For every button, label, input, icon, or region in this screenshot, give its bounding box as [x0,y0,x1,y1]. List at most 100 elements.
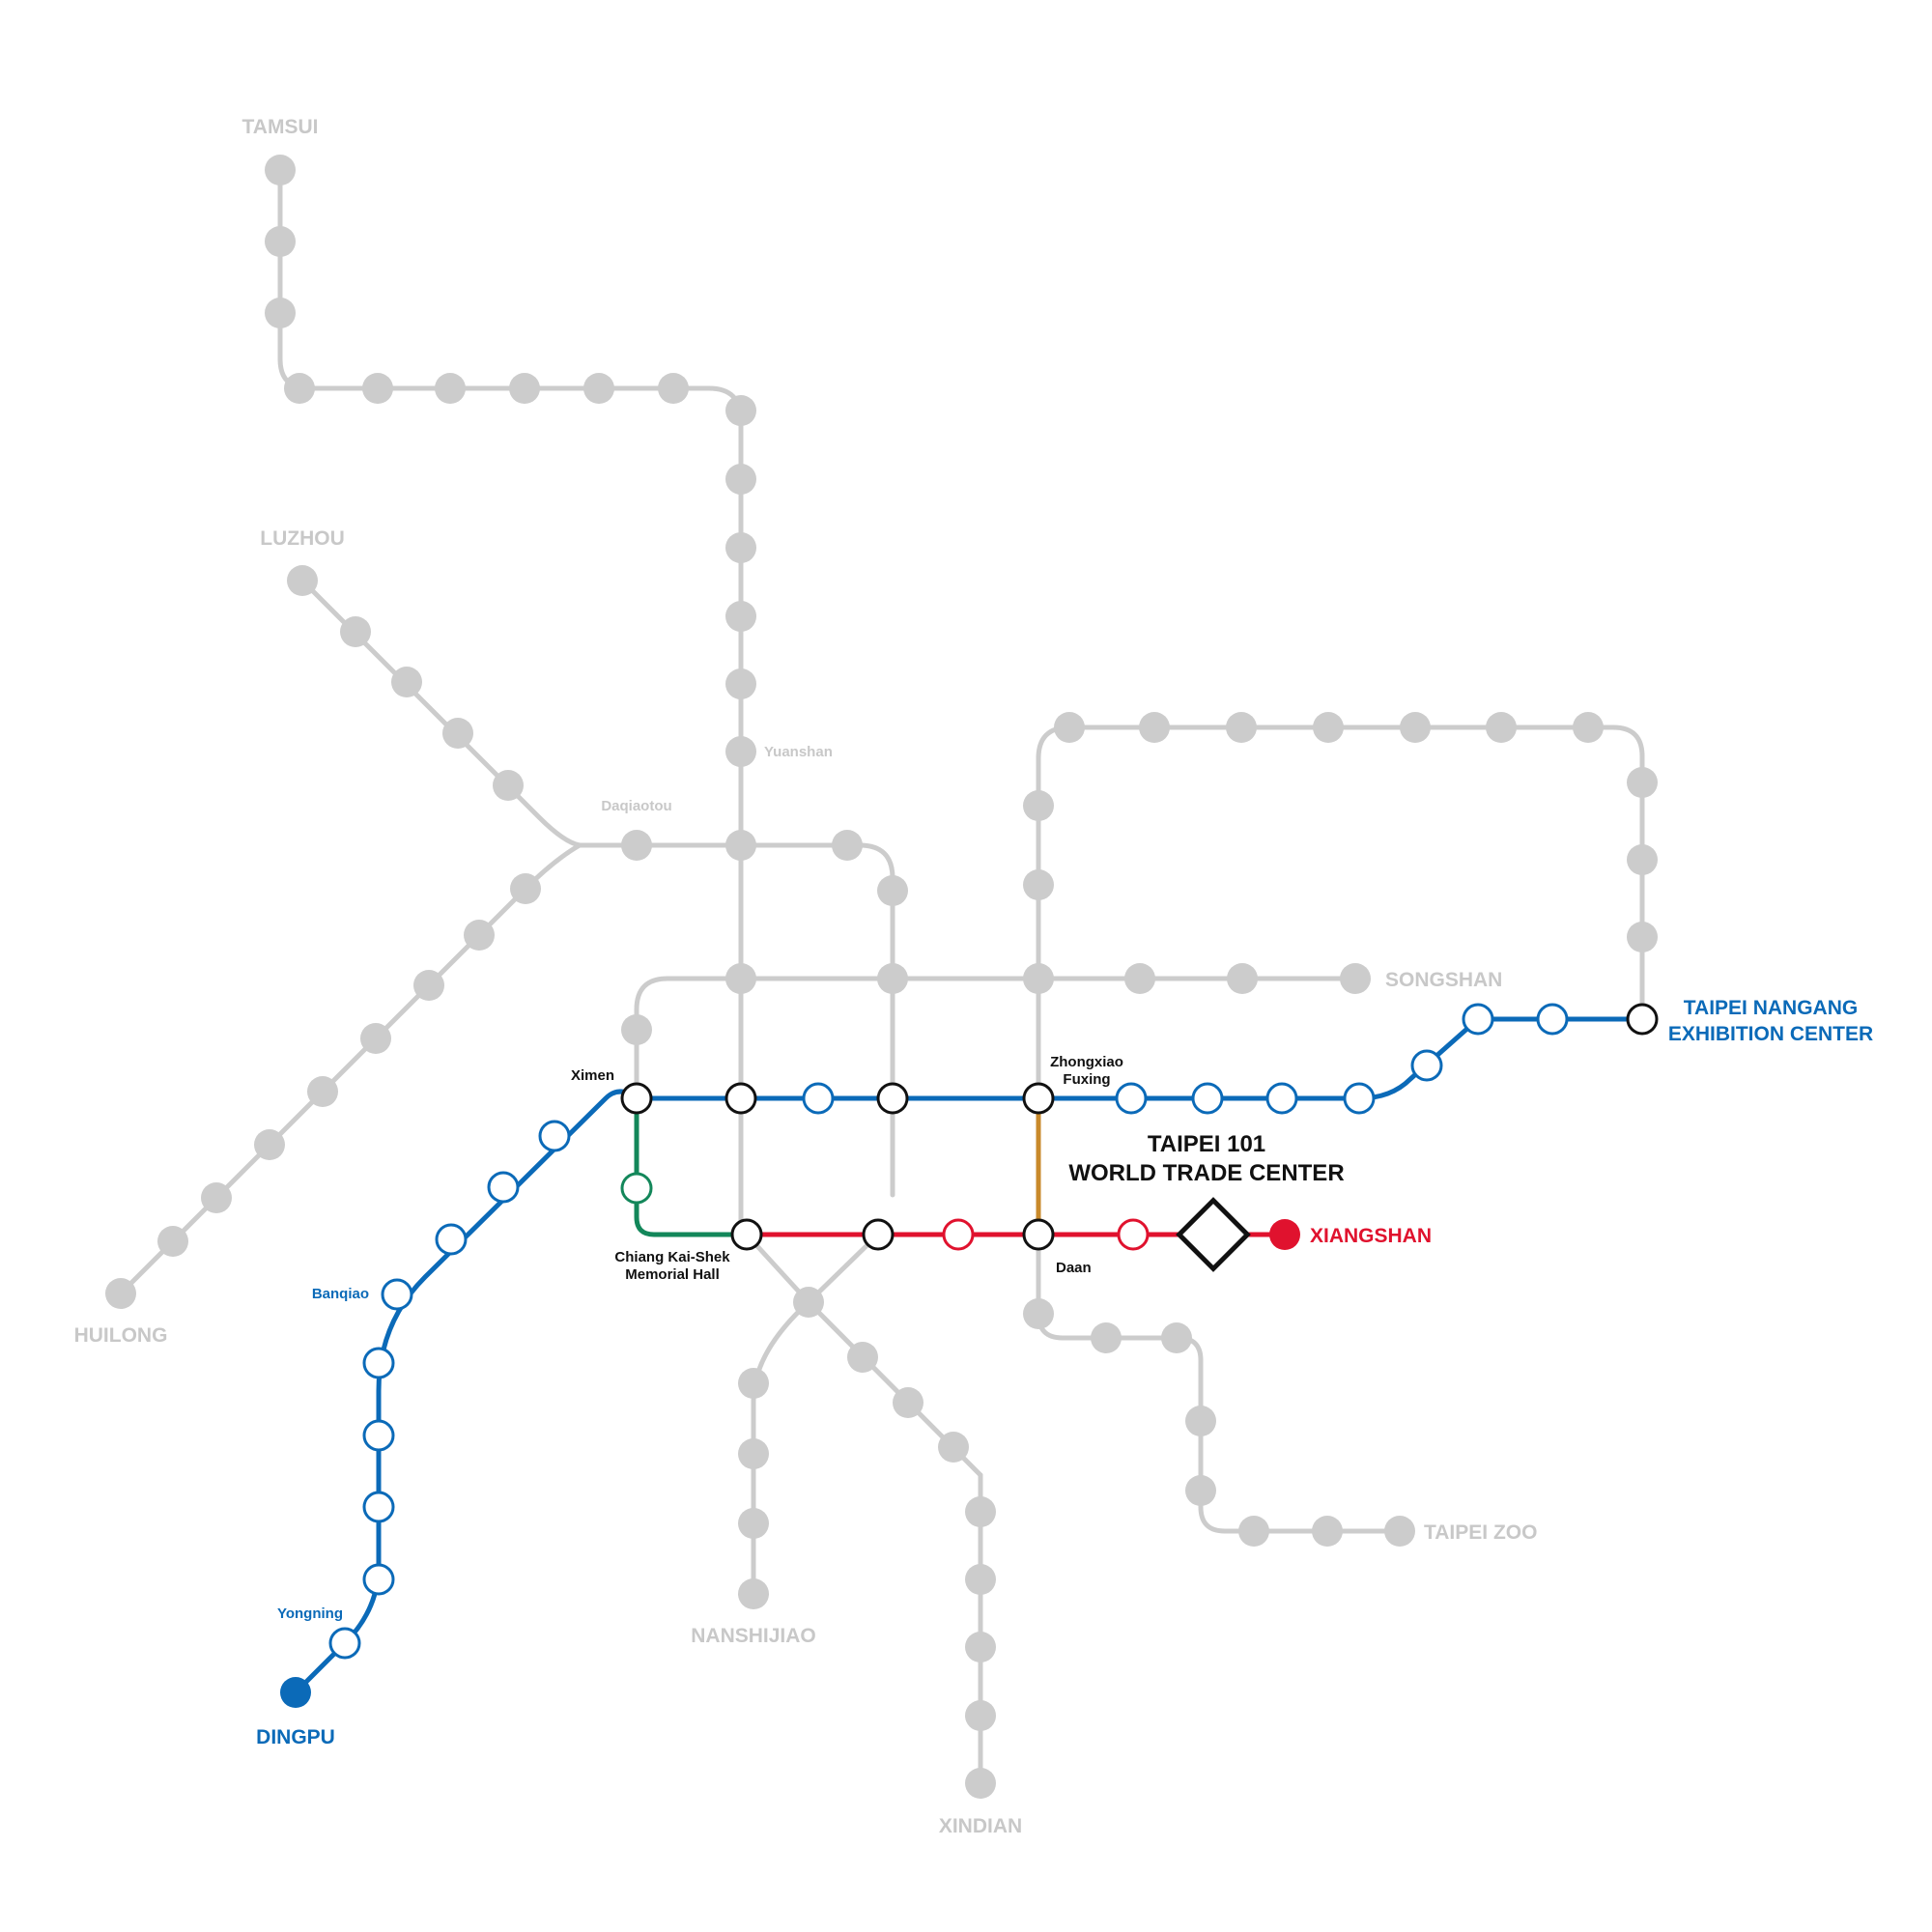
station[interactable] [362,1491,395,1523]
station[interactable] [435,373,466,404]
station[interactable] [362,373,393,404]
station-yuanshan[interactable] [725,736,756,767]
station[interactable] [832,830,863,861]
station[interactable] [1227,963,1258,994]
station[interactable] [538,1120,571,1152]
station[interactable] [724,1082,757,1115]
station[interactable] [265,155,296,185]
station-yongning[interactable] [328,1627,361,1660]
station[interactable] [1161,1322,1192,1353]
station[interactable] [862,1218,895,1251]
station[interactable] [965,1632,996,1662]
station[interactable] [1462,1003,1494,1036]
station[interactable] [105,1278,136,1309]
station[interactable] [965,1564,996,1595]
station[interactable] [621,1014,652,1045]
station[interactable] [1185,1406,1216,1436]
station[interactable] [738,1508,769,1539]
station[interactable] [725,963,756,994]
station[interactable] [725,464,756,495]
station[interactable] [1023,869,1054,900]
station[interactable] [362,1347,395,1379]
station[interactable] [157,1226,188,1257]
station[interactable] [620,1172,653,1205]
station[interactable] [1384,1516,1415,1547]
station[interactable] [738,1438,769,1469]
station[interactable] [265,226,296,257]
station[interactable] [1313,712,1344,743]
station[interactable] [965,1768,996,1799]
station[interactable] [725,601,756,632]
station-dingpu[interactable] [280,1677,311,1708]
station[interactable] [1054,712,1085,743]
station-banqiao[interactable] [381,1278,413,1311]
station[interactable] [442,718,473,749]
station[interactable] [1124,963,1155,994]
station[interactable] [877,963,908,994]
station[interactable] [435,1223,468,1256]
station[interactable] [1226,712,1257,743]
taipei-101-diamond-icon[interactable] [1176,1197,1251,1272]
station[interactable] [360,1023,391,1054]
station-cks-memorial-hall[interactable] [730,1218,763,1251]
station-zhongxiao-fuxing[interactable] [1022,1082,1055,1115]
station[interactable] [1023,963,1054,994]
station[interactable] [1091,1322,1122,1353]
station[interactable] [254,1129,285,1160]
station[interactable] [1573,712,1604,743]
station[interactable] [1627,767,1658,798]
station[interactable] [1139,712,1170,743]
station[interactable] [201,1182,232,1213]
station[interactable] [362,1563,395,1596]
station[interactable] [1312,1516,1343,1547]
station[interactable] [1023,1298,1054,1329]
station[interactable] [493,770,524,801]
station[interactable] [413,970,444,1001]
station[interactable] [1185,1475,1216,1506]
station[interactable] [1115,1082,1148,1115]
station[interactable] [1238,1516,1269,1547]
station-daqiaotou[interactable] [621,830,652,861]
station[interactable] [510,873,541,904]
station[interactable] [876,1082,909,1115]
station[interactable] [738,1368,769,1399]
station[interactable] [1343,1082,1376,1115]
station[interactable] [1191,1082,1224,1115]
station[interactable] [1627,844,1658,875]
station-xiangshan[interactable] [1269,1219,1300,1250]
station[interactable] [738,1578,769,1609]
station[interactable] [340,616,371,647]
station[interactable] [1410,1049,1443,1082]
station[interactable] [487,1171,520,1204]
station[interactable] [307,1076,338,1107]
station[interactable] [1536,1003,1569,1036]
station[interactable] [464,920,495,951]
station[interactable] [725,532,756,563]
station[interactable] [965,1700,996,1731]
station[interactable] [362,1419,395,1452]
station[interactable] [284,373,315,404]
station[interactable] [965,1496,996,1527]
station-nangang-exhibition[interactable] [1626,1003,1659,1036]
station[interactable] [877,875,908,906]
station[interactable] [847,1342,878,1373]
station[interactable] [509,373,540,404]
station[interactable] [265,298,296,328]
station[interactable] [793,1287,824,1318]
station[interactable] [1265,1082,1298,1115]
station[interactable] [1627,922,1658,952]
station[interactable] [725,395,756,426]
station[interactable] [725,830,756,861]
station[interactable] [1340,963,1371,994]
station[interactable] [1486,712,1517,743]
station[interactable] [1400,712,1431,743]
station[interactable] [1023,790,1054,821]
station[interactable] [893,1387,923,1418]
station[interactable] [938,1432,969,1463]
station[interactable] [583,373,614,404]
station[interactable] [725,668,756,699]
station[interactable] [658,373,689,404]
station[interactable] [802,1082,835,1115]
station-ximen[interactable] [620,1082,653,1115]
station[interactable] [1117,1218,1150,1251]
